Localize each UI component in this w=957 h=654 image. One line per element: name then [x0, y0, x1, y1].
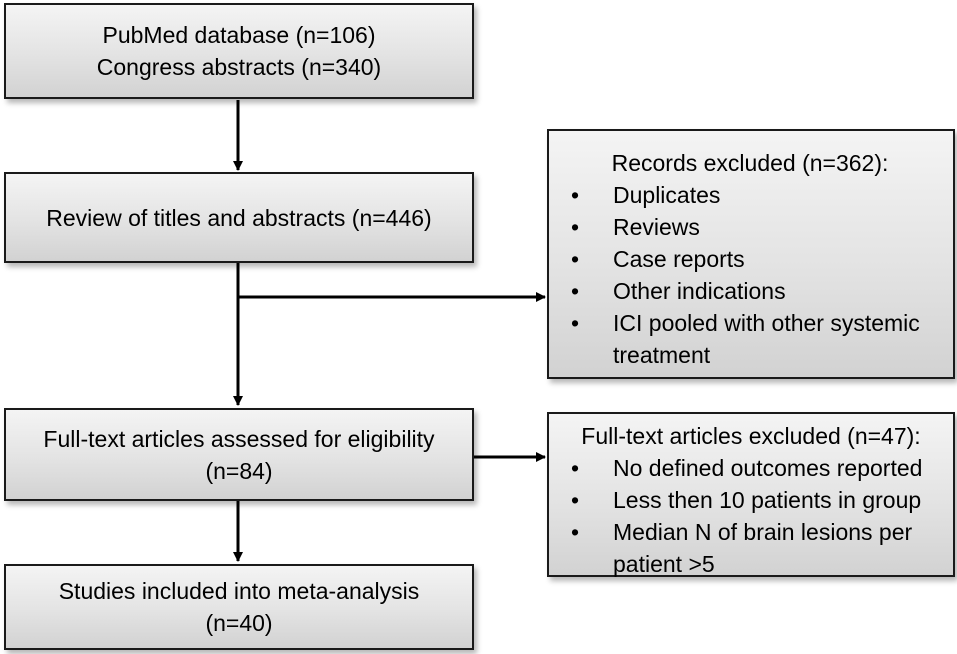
- fulltext-excluded-box: Full-text articles excluded (n=47): No d…: [547, 412, 955, 577]
- eligibility-line-1: Full-text articles assessed for eligibil…: [43, 425, 435, 452]
- identification-line-1: PubMed database (n=106): [102, 22, 376, 48]
- fulltext-excluded-item: Less then 10 patients in group: [557, 484, 945, 516]
- records-excluded-item: ICI pooled with other systemic treatment: [557, 307, 943, 371]
- fulltext-excluded-item: No defined outcomes reported: [557, 452, 945, 484]
- records-excluded-list: Duplicates Reviews Case reports Other in…: [557, 179, 943, 371]
- records-excluded-item: Other indications: [557, 275, 943, 307]
- identification-line-2: Congress abstracts (n=340): [96, 54, 382, 80]
- records-excluded-box: Records excluded (n=362): Duplicates Rev…: [547, 129, 955, 379]
- screening-line-1: Review of titles and abstracts (n=446): [46, 204, 432, 231]
- records-excluded-item: Duplicates: [557, 179, 943, 211]
- records-excluded-title: Records excluded (n=362):: [611, 150, 889, 176]
- fulltext-excluded-list: No defined outcomes reported Less then 1…: [557, 452, 945, 580]
- included-line-1: Studies included into meta-analysis: [58, 578, 420, 604]
- records-excluded-item: Reviews: [557, 211, 943, 243]
- eligibility-line-2: (n=84): [205, 457, 273, 484]
- fulltext-excluded-title: Full-text articles excluded (n=47):: [581, 423, 921, 449]
- included-line-2: (n=40): [205, 610, 273, 636]
- screening-box: Review of titles and abstracts (n=446): [4, 172, 474, 263]
- eligibility-box: Full-text articles assessed for eligibil…: [4, 408, 474, 501]
- fulltext-excluded-item: Median N of brain lesions per patient >5: [557, 516, 945, 580]
- records-excluded-item: Case reports: [557, 243, 943, 275]
- included-box: Studies included into meta-analysis (n=4…: [4, 564, 474, 650]
- identification-box: PubMed database (n=106) Congress abstrac…: [4, 3, 474, 99]
